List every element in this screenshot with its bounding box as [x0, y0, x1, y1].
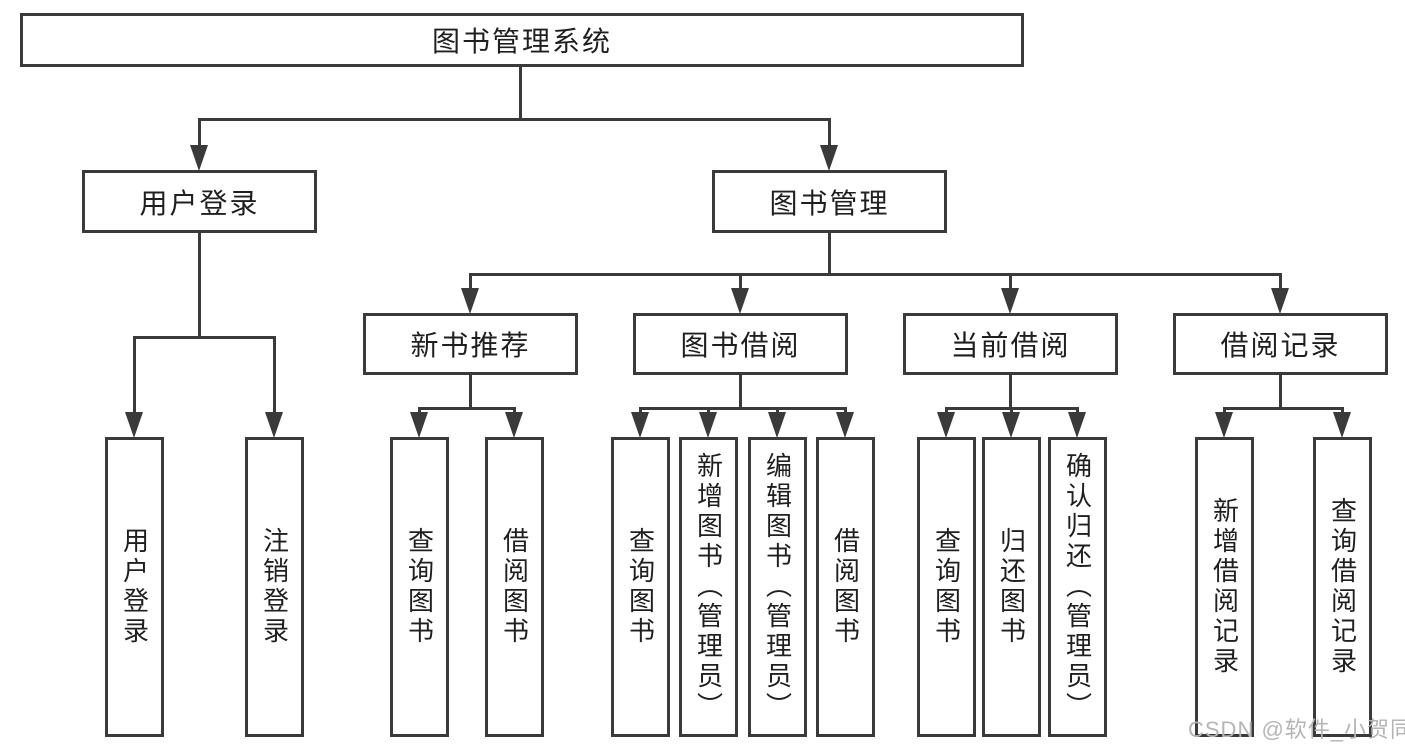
connector-stem-br-leaf2: [1341, 407, 1344, 415]
connector-nbr-hline: [418, 407, 516, 410]
node-new-book-recommend: 新书推荐: [363, 313, 578, 375]
connector-book-management-stem: [828, 232, 831, 276]
arrowhead-book-borrow: [731, 288, 749, 314]
arrowhead-new-book-recommend: [461, 288, 479, 314]
connector-stem-nbr-leaf2: [513, 407, 516, 415]
node-book-management: 图书管理: [712, 170, 947, 233]
csdn-watermark: CSDN @软件_小贺同学: [1188, 717, 1405, 742]
connector-stem-book-borrow: [739, 273, 742, 290]
connector-br-stem: [1279, 373, 1282, 410]
leaf-query-book-3: 查询图书: [917, 437, 976, 737]
leaf-borrow-book-2: 借阅图书: [816, 437, 875, 737]
connector-user-login-stem: [198, 232, 201, 336]
arrowhead-user-login: [190, 145, 208, 171]
connector-stem-user-login: [198, 118, 201, 147]
arrowhead-current-borrow: [1001, 288, 1019, 314]
connector-stem-leaf-logout: [273, 336, 276, 414]
leaf-logout: 注销登录: [245, 437, 304, 737]
arrowhead-br-leaf1: [1215, 412, 1233, 438]
arrowhead-borrow-record: [1271, 288, 1289, 314]
leaf-query-borrow-record: 查询借阅记录: [1313, 437, 1372, 737]
node-user-login: 用户登录: [82, 170, 317, 233]
connector-nbr-stem: [469, 373, 472, 410]
connector-stem-cb-leaf2: [1010, 407, 1013, 415]
connector-level3-hline: [469, 273, 1282, 276]
leaf-edit-book-admin: 编辑图书（管理员）: [748, 437, 807, 737]
connector-user-login-hline: [133, 336, 276, 339]
connector-stem-leaf-user-login: [133, 336, 136, 414]
node-borrow-record: 借阅记录: [1173, 313, 1388, 375]
connector-stem-cb-leaf1: [945, 407, 948, 415]
arrowhead-bb-leaf1: [631, 412, 649, 438]
connector-stem-bb-leaf4: [844, 407, 847, 415]
node-book-borrow: 图书借阅: [633, 313, 848, 375]
arrowhead-bb-leaf2: [699, 412, 717, 438]
arrowhead-leaf-user-login: [125, 412, 143, 438]
connector-stem-bb-leaf1: [639, 407, 642, 415]
leaf-user-login: 用户登录: [105, 437, 164, 737]
leaf-query-book-1: 查询图书: [390, 437, 449, 737]
arrowhead-nbr-leaf1: [410, 412, 428, 438]
arrowhead-cb-leaf3: [1068, 412, 1086, 438]
leaf-return-book: 归还图书: [982, 437, 1041, 737]
connector-stem-br-leaf1: [1223, 407, 1226, 415]
connector-br-hline: [1223, 407, 1344, 410]
leaf-add-borrow-record: 新增借阅记录: [1195, 437, 1254, 737]
node-current-borrow: 当前借阅: [903, 313, 1118, 375]
arrowhead-bb-leaf4: [836, 412, 854, 438]
connector-stem-borrow-record: [1279, 273, 1282, 290]
connector-stem-cb-leaf3: [1076, 407, 1079, 415]
arrowhead-bb-leaf3: [768, 412, 786, 438]
arrowhead-leaf-logout: [265, 412, 283, 438]
leaf-confirm-return-admin: 确认归还（管理员）: [1048, 437, 1107, 737]
connector-bb-hline: [639, 407, 846, 410]
connector-stem-book-management: [828, 118, 831, 147]
connector-stem-new-book-recommend: [469, 273, 472, 290]
connector-stem-current-borrow: [1009, 273, 1012, 290]
connector-cb-stem: [1009, 373, 1012, 410]
connector-root-stem: [519, 66, 522, 118]
node-root: 图书管理系统: [20, 13, 1024, 67]
leaf-add-book-admin: 新增图书（管理员）: [679, 437, 738, 737]
connector-bb-stem: [739, 373, 742, 410]
arrowhead-cb-leaf1: [937, 412, 955, 438]
connector-stem-nbr-leaf1: [418, 407, 421, 415]
leaf-borrow-book-1: 借阅图书: [485, 437, 544, 737]
connector-stem-bb-leaf2: [707, 407, 710, 415]
connector-root-hline: [198, 118, 831, 121]
leaf-query-book-2: 查询图书: [611, 437, 670, 737]
arrowhead-cb-leaf2: [1002, 412, 1020, 438]
arrowhead-nbr-leaf2: [505, 412, 523, 438]
connector-stem-bb-leaf3: [776, 407, 779, 415]
arrowhead-br-leaf2: [1333, 412, 1351, 438]
arrowhead-book-management: [820, 145, 838, 171]
